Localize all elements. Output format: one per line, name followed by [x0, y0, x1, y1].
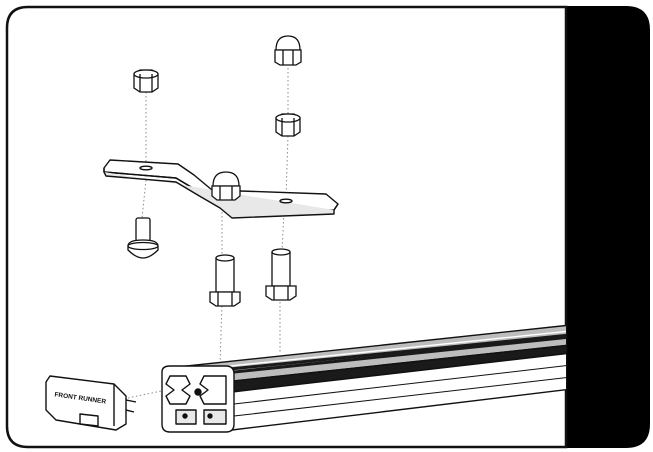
- leader-lines: [127, 64, 289, 399]
- nut-right: [275, 113, 301, 137]
- button-bolt: [127, 217, 159, 259]
- cap-nut-bracket: [211, 171, 241, 201]
- hex-bolt-middle: [209, 254, 241, 307]
- nut-left: [133, 69, 159, 93]
- hex-bolt-right: [265, 248, 297, 301]
- rail-extrusion: [161, 323, 566, 433]
- panel-frame: [5, 5, 568, 449]
- side-band: [566, 6, 650, 448]
- end-cap: [45, 375, 137, 431]
- cap-nut-top: [274, 35, 302, 66]
